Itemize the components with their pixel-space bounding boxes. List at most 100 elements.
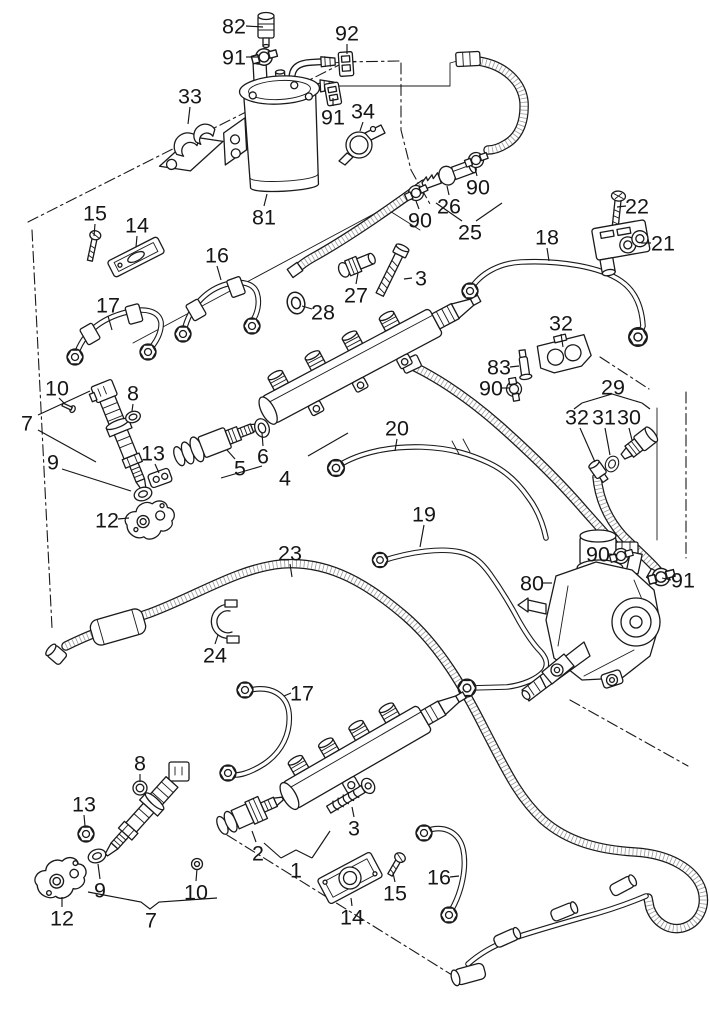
part-label-14: 14 [125,214,149,248]
part-15-screw-lower [387,852,406,877]
part-label-91: 91 [222,46,258,70]
leader-line [87,891,218,910]
part-number: 17 [96,294,120,318]
part-label-23: 23 [278,542,302,578]
leader-line [581,393,643,404]
part-label-81: 81 [252,193,276,230]
part-7-injector-upper [88,378,148,498]
part-label-13: 13 [141,442,165,474]
part-4-fuel-rail-upper [258,294,482,425]
part-number: 82 [222,15,246,39]
part-label-14: 14 [340,897,364,930]
part-number: 15 [83,202,107,226]
part-90-clamp [504,376,525,403]
leader-line [661,577,672,581]
part-label-4: 4 [220,432,349,491]
part-label-90: 90 [479,377,509,401]
part-label-92: 92 [335,22,359,54]
part-label-80: 80 [520,572,552,596]
part-label-6: 6 [257,432,269,469]
part-label-90: 90 [586,543,618,567]
leader-line [93,223,96,237]
leader-line [37,390,91,416]
part-label-25: 25 [435,202,503,245]
part-label-3: 3 [348,806,360,841]
part-number: 33 [178,85,202,109]
leader-line [509,365,520,368]
leader-line [301,305,313,310]
leader-line [283,692,292,697]
leader-line [131,403,134,412]
part-label-27: 27 [344,272,368,308]
part-number: 9 [47,451,59,475]
part-label-32: 32 [565,406,596,463]
part-label-17: 17 [96,294,120,331]
part-9-washer-upper [133,486,153,502]
part-label-91: 91 [661,569,695,593]
part-number: 16 [205,244,229,268]
part-label-20: 20 [385,417,409,452]
leader-line [560,333,564,348]
part-number: 90 [408,209,432,233]
leak-off-connectors [450,874,638,987]
injector-connector-lower [168,761,190,782]
part-10-oring-lower [190,857,204,871]
part-32-bracket [536,333,592,374]
part-label-12: 12 [50,897,74,931]
part-32-plug [588,459,609,484]
part-number: 24 [203,644,227,668]
leader-line [107,315,113,331]
part-label-16: 16 [205,244,229,281]
leader-line [474,167,478,177]
part-13-clip-upper [147,467,173,489]
part-1-fuel-rail-lower [279,691,467,811]
part-number: 29 [601,376,625,400]
part-label-29: 29 [573,376,651,410]
part-label-82: 82 [222,15,264,39]
part-number: 12 [50,907,74,931]
part-90-clamp [462,148,491,172]
part-24-clip [210,599,240,644]
leader-line [311,830,331,859]
leader-line [117,517,130,520]
part-9-washer-lower [87,848,107,864]
part-label-91: 91 [321,98,345,130]
part-number: 6 [257,445,269,469]
leader-line [135,235,138,248]
part-label-7: 7 [87,891,218,933]
part-number: 7 [145,909,157,933]
hose-25-filter-return [478,61,524,150]
leader-line [475,202,503,222]
part-15-screw-upper [86,230,102,262]
part-number: 13 [141,442,165,466]
part-label-1: 1 [263,830,331,883]
leader-line [307,432,349,457]
part-label-9: 9 [94,863,106,903]
part-label-2: 2 [251,830,264,866]
part-label-15: 15 [383,872,407,906]
part-number: 28 [311,301,335,325]
part-number: 32 [565,406,589,430]
part-number: 25 [458,221,482,245]
part-5-pressure-valve [173,423,261,467]
part-number: 3 [415,267,427,291]
leader-line [604,427,611,456]
part-6-seal [254,418,270,438]
part-14-clamp-pl late-upper [107,236,165,278]
part-label-21: 21 [641,232,675,256]
part-label-90: 90 [408,200,432,233]
part-number: 22 [625,195,649,219]
part-number: 20 [385,417,409,441]
part-12-gasket-upper [124,500,175,540]
part-3-bolt-lower [326,777,376,814]
part-number: 5 [234,457,246,481]
leader-line [435,202,463,222]
part-number: 9 [94,879,106,903]
part-number: 10 [45,377,69,401]
part-number: 16 [427,866,451,890]
part-label-8: 8 [134,752,146,782]
part-number: 26 [437,195,461,219]
leader-line [419,524,425,548]
